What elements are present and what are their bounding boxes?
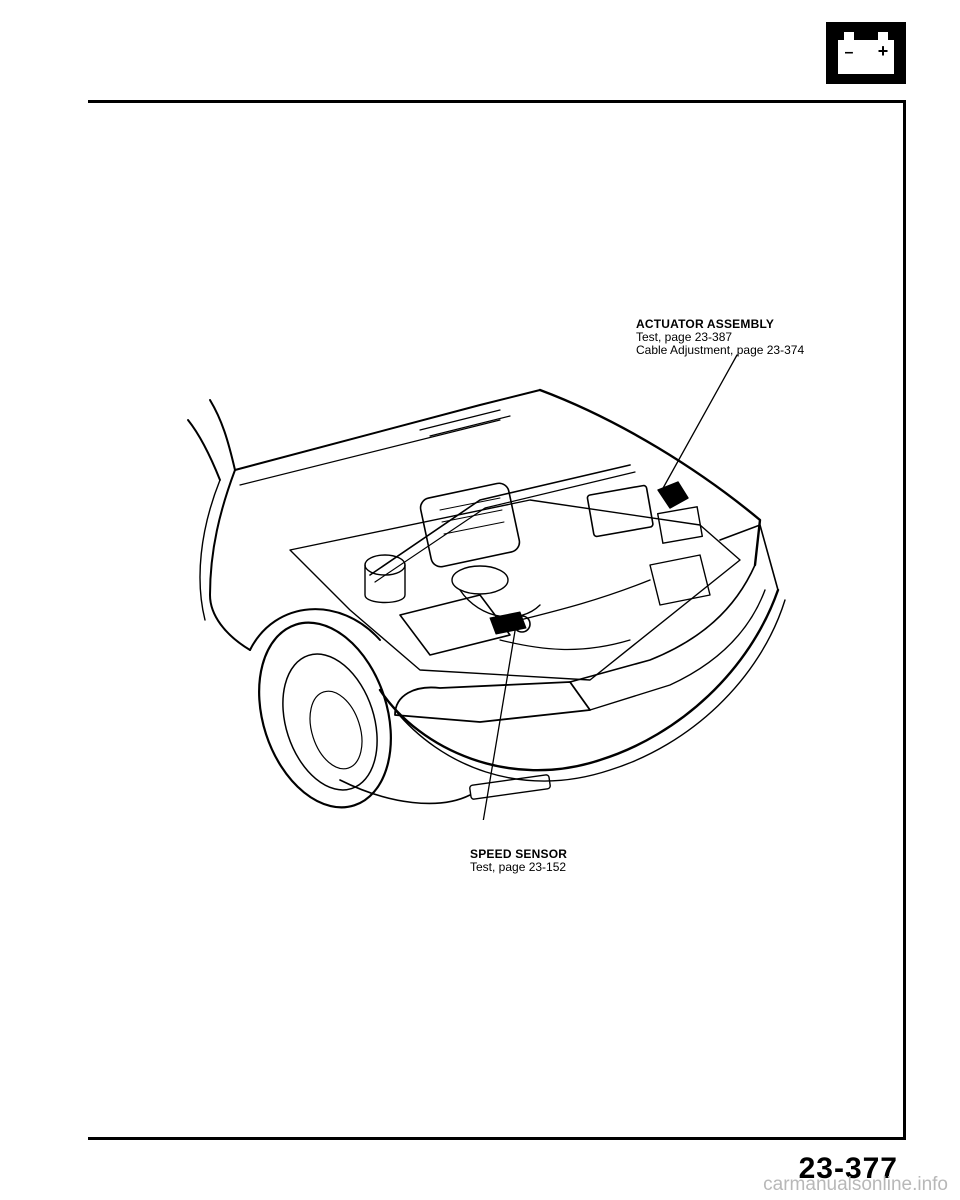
top-rule [88, 100, 906, 103]
speed-sensor-title: SPEED SENSOR [470, 847, 568, 861]
engine-compartment-illustration [187, 354, 786, 820]
actuator-cable-ref: Cable Adjustment, page 23-374 [636, 343, 805, 357]
actuator-test-ref: Test, page 23-387 [636, 330, 733, 344]
right-rule [903, 100, 906, 1140]
battery-plus-sign: + [878, 41, 889, 61]
actuator-title: ACTUATOR ASSEMBLY [636, 317, 775, 331]
footer-watermark: carmanualsonline.info [763, 1174, 948, 1195]
speed-sensor-callout: SPEED SENSOR Test, page 23-152 [470, 848, 567, 874]
battery-icon: – + [826, 22, 906, 84]
bottom-rule [88, 1137, 906, 1140]
battery-minus-sign: – [845, 44, 854, 61]
page-number: 23-377 [798, 1152, 898, 1185]
actuator-callout: ACTUATOR ASSEMBLY Test, page 23-387 Cabl… [636, 318, 804, 357]
speed-sensor-test-ref: Test, page 23-152 [470, 860, 567, 874]
